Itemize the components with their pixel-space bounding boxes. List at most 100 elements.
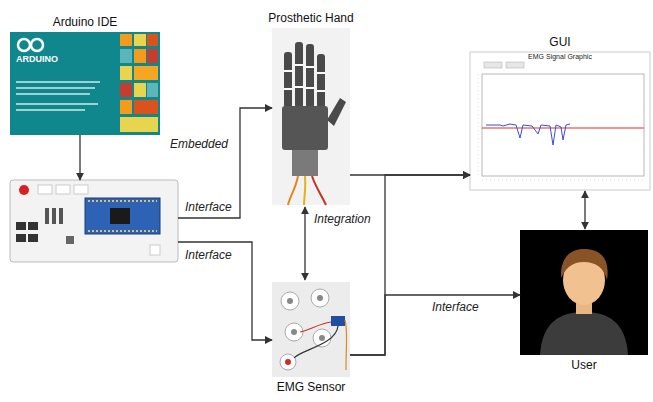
electrode <box>281 292 299 310</box>
user-hair <box>561 249 608 280</box>
board-part <box>150 245 160 255</box>
threshold-line <box>482 127 644 128</box>
sensor-board <box>331 316 345 326</box>
connector-arrow <box>350 295 520 355</box>
hand-illustration <box>272 28 350 205</box>
connector-arrow <box>304 207 305 280</box>
board-part <box>38 185 52 194</box>
logo-wordmark: ARDUINO <box>16 55 58 65</box>
axis-ticks <box>482 180 644 181</box>
connector-arrow <box>79 135 80 180</box>
ide-tile <box>120 49 132 63</box>
ide-tile <box>120 83 132 97</box>
ide-text-line <box>16 81 100 83</box>
node-heading: Arduino IDE <box>53 15 118 29</box>
resistor <box>59 208 63 224</box>
joint <box>306 66 314 68</box>
ide-tile <box>147 34 158 46</box>
node-heading: User <box>571 358 596 372</box>
joint <box>317 90 325 92</box>
ide-tile <box>120 117 158 132</box>
electrode <box>311 289 329 307</box>
header-pins <box>88 200 157 202</box>
ide-text-line <box>16 109 85 111</box>
ide-tile <box>120 34 132 46</box>
ide-tile <box>134 100 158 114</box>
board-base <box>10 180 178 262</box>
finger <box>295 42 303 108</box>
gui-screenshot: GUI <box>470 52 650 190</box>
ide-tile <box>134 34 146 46</box>
board-part <box>56 185 70 194</box>
plot-area <box>482 74 644 176</box>
resistor <box>45 208 49 224</box>
ide-tile <box>147 49 158 63</box>
ide-illustration <box>10 32 160 135</box>
header-pins <box>88 230 157 232</box>
controller-board <box>10 180 178 262</box>
edge-label: Interface <box>183 248 234 262</box>
board-illustration <box>10 180 178 262</box>
photo-ground <box>272 28 350 205</box>
resistor <box>52 208 56 224</box>
switch <box>66 236 74 244</box>
gui-window <box>470 52 650 190</box>
connector-pin <box>28 222 38 230</box>
connector-arrow <box>584 191 585 229</box>
ide-tile <box>134 49 146 63</box>
user-ground <box>520 230 648 355</box>
sensor-photo: EMG Sensor <box>272 282 350 377</box>
joint <box>317 72 325 74</box>
gui-button <box>506 62 524 68</box>
chip <box>110 208 130 224</box>
ide-tile <box>120 66 132 80</box>
axis-ticks <box>478 74 479 176</box>
gui-button <box>484 62 502 68</box>
arduino-nano <box>85 198 160 234</box>
wire <box>294 326 338 358</box>
ide-tile <box>134 83 146 97</box>
led <box>19 185 29 195</box>
wire <box>304 176 305 205</box>
gui-illustration <box>470 52 650 190</box>
emg-illustration <box>272 282 350 377</box>
electrode-snap <box>287 298 293 304</box>
connector-arrow <box>178 108 272 218</box>
user-body <box>540 312 628 355</box>
electrode-snap <box>285 359 291 365</box>
user-figure: User <box>520 230 648 355</box>
board-part <box>74 185 88 194</box>
ide-panel <box>10 32 160 135</box>
ide-text-line <box>16 93 90 95</box>
edge-label: Embedded <box>168 137 230 151</box>
connector-arrow <box>178 242 272 340</box>
logo-ring <box>31 39 43 51</box>
connector-arrow <box>350 175 470 355</box>
window-title: EMG Signal Graphic <box>528 53 592 61</box>
node-heading: GUI <box>549 35 570 49</box>
node-heading: EMG Sensor <box>277 380 346 394</box>
wrist <box>292 150 318 176</box>
electrode-snap <box>317 295 323 301</box>
palm <box>282 106 328 150</box>
ide-text-line <box>16 103 98 105</box>
wire <box>288 176 298 205</box>
connector-pin <box>16 234 26 242</box>
joint <box>295 64 303 66</box>
joint <box>295 86 303 88</box>
edge-label: Interface <box>430 300 481 314</box>
wire <box>300 322 331 332</box>
emg-signal <box>486 124 570 145</box>
ide-tile <box>147 83 158 97</box>
joint <box>284 88 292 90</box>
wire <box>345 320 347 370</box>
joint <box>284 70 292 72</box>
joint <box>306 87 314 89</box>
ide-tile <box>134 66 158 80</box>
photo-ground <box>272 282 350 377</box>
finger-joints <box>284 64 325 92</box>
ide-text-line <box>16 87 95 89</box>
